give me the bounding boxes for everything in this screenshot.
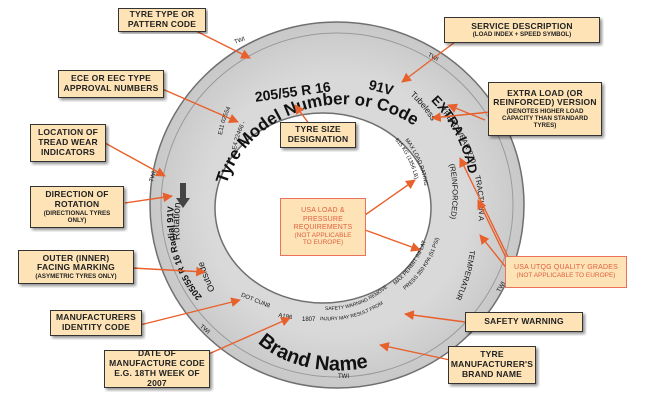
twi-mark-right: TWI	[496, 281, 507, 294]
callout-direction: DIRECTION OF ROTATION (DIRECTIONAL TYRES…	[30, 186, 124, 228]
twi-mark-left: TWI	[149, 170, 158, 182]
leader-date	[194, 317, 291, 361]
leader-treadwear	[447, 103, 486, 121]
leader-usa-load-2	[364, 229, 421, 252]
callout-service-description: SERVICE DESCRIPTION (LOAD INDEX + SPEED …	[444, 17, 600, 43]
callout-date: DATE OF MANUFACTURE CODE E.G. 18TH WEEK …	[104, 350, 210, 388]
callout-tyre-size: TYRE SIZE DESIGNATION	[280, 122, 356, 148]
tyre-reinforced-text: (REINFORCED)	[447, 163, 459, 221]
callout-usa-load: USA LOAD & PRESSURE REQUIREMENTS (NOT AP…	[280, 198, 366, 256]
leader-utqg-1	[459, 157, 513, 266]
callout-outer-facing: OUTER (INNER) FACING MARKING (ASYMETRIC …	[18, 250, 134, 284]
twi-mark-top-right: TWI	[427, 52, 440, 63]
leader-brand	[379, 342, 451, 361]
twi-mark-top-left: TWI	[234, 36, 247, 46]
callout-manufacturer-id: MANUFACTURERS IDENTITY CODE	[50, 310, 142, 336]
tyre-service-text: 91V	[367, 76, 396, 98]
callout-tyre-type: TYRE TYPE OR PATTERN CODE	[118, 8, 206, 32]
callout-extra-load: EXTRA LOAD (OR REINFORCED) VERSION (DENO…	[488, 82, 602, 136]
leader-tyre-type	[189, 27, 251, 59]
twi-mark-bottom-left: TWI	[198, 324, 211, 336]
leader-tread-wear	[104, 142, 166, 177]
leader-extra-load	[431, 111, 491, 122]
leader-outer-facing	[131, 266, 206, 277]
leader-manufacturer-id	[139, 297, 241, 326]
tyre-date-code-text: 1807	[302, 317, 316, 323]
tyre-rotation-text: Rotation	[171, 202, 184, 241]
rotation-arrow-icon	[176, 183, 190, 208]
leader-service	[401, 41, 456, 83]
leader-usa-load-1	[364, 179, 416, 216]
leader-ece	[159, 87, 239, 123]
callout-tread-wear: LOCATION OF TREAD WEAR INDICATORS	[30, 124, 106, 162]
callout-utqg: USA UTQG QUALITY GRADES (NOT APPLICABLE …	[505, 256, 627, 288]
callout-brand: TYRE MANUFACTURER'S BRAND NAME	[448, 346, 536, 384]
callout-ece: ECE OR EEC TYPE APPROVAL NUMBERS	[58, 70, 164, 98]
twi-mark-bottom: TWI	[338, 374, 349, 380]
leader-tyre-size	[294, 104, 311, 126]
callout-safety-warning: SAFETY WARNING	[465, 312, 583, 332]
tyre-shoulder-line	[160, 32, 514, 378]
leader-lines	[104, 27, 513, 361]
leader-direction	[124, 192, 173, 204]
leader-safety	[404, 310, 466, 323]
tyre-a196-text: A196	[278, 313, 293, 321]
